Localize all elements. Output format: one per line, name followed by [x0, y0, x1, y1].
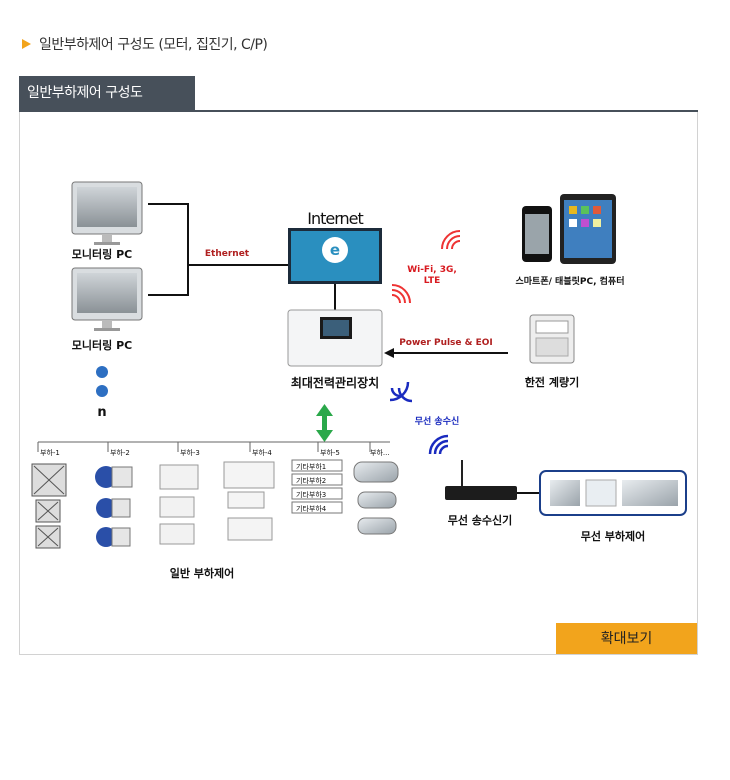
- tablet-icon: [560, 194, 616, 264]
- monitor-pc-label: 모니터링 PC: [72, 247, 132, 261]
- wifi-signal-icon: [441, 230, 461, 250]
- ethernet-label: Ethernet: [205, 249, 250, 259]
- max-power-label: 최대전력관리장치: [291, 375, 379, 390]
- wifi-signal-icon: [391, 284, 411, 304]
- ellipsis-dot-icon: [96, 366, 108, 378]
- meter-label: 한전 계량기: [525, 375, 579, 389]
- power-pulse-label: Power Pulse & EOI: [399, 338, 493, 348]
- monitor-pc-icon: [71, 181, 143, 245]
- system-diagram: 모니터링 PC 모니터링 PC n Ethernet Internet e 최대…: [31, 181, 687, 580]
- wifi-label: Wi-Fi, 3G,: [407, 265, 457, 275]
- power-meter-icon: [529, 314, 575, 364]
- load-label: 부하...: [370, 448, 390, 457]
- tab-underline: [19, 110, 698, 112]
- wireless-load-label: 무선 부하제어: [581, 529, 646, 543]
- load-label: 부하-1: [40, 448, 60, 457]
- section-heading: 일반부하제어 구성도 (모터, 집진기, C/P): [22, 34, 268, 54]
- internet-screen: e: [288, 228, 382, 284]
- internet-explorer-icon: [322, 237, 348, 263]
- monitor-pc-label: 모니터링 PC: [72, 338, 132, 352]
- load-label: 부하-4: [252, 448, 272, 457]
- load-bus: [37, 441, 390, 452]
- smartphone-icon: [522, 206, 552, 262]
- ellipsis-dot-icon: [96, 385, 108, 397]
- wifi-label-2: LTE: [424, 276, 441, 286]
- other-load-label: 기타부하3: [296, 490, 326, 499]
- load-label: 부하-2: [110, 448, 130, 457]
- heading-text: 일반부하제어 구성도 (모터, 집진기, C/P): [39, 37, 268, 53]
- blower-icon: [95, 466, 133, 547]
- load-label: 부하-3: [180, 448, 200, 457]
- ethernet-connector: [148, 203, 288, 296]
- wireless-tx-label: 무선 송수신: [415, 415, 460, 427]
- devices-label: 스마트폰/ 태블릿PC, 컴퓨터: [516, 275, 625, 287]
- wireless-receiver-label: 무선 송수신기: [448, 513, 513, 527]
- wireless-load-box: [539, 470, 687, 516]
- load-label: 부하-5: [320, 448, 340, 457]
- dust-collector-icon: [159, 464, 199, 545]
- other-load-label: 기타부하4: [296, 504, 327, 513]
- motor-icon: [353, 461, 399, 535]
- diagram-panel: 모니터링 PC 모니터링 PC n Ethernet Internet e 최대…: [19, 112, 698, 655]
- monitor-n-label: n: [97, 405, 106, 420]
- other-load-label: 기타부하2: [296, 476, 326, 485]
- arrow-head-icon: [384, 348, 394, 358]
- max-power-device: [287, 309, 383, 367]
- outdoor-unit-icon: [223, 461, 275, 541]
- svg-text:e: e: [330, 241, 340, 259]
- bullet-icon: [22, 39, 31, 49]
- other-load-list: [291, 459, 343, 514]
- wireless-signal-icon: [389, 381, 413, 403]
- internet-label: Internet: [307, 209, 363, 228]
- monitor-pc-icon: [71, 267, 143, 331]
- general-load-label: 일반 부하제어: [170, 566, 235, 580]
- zoom-button[interactable]: 확대보기: [556, 623, 697, 654]
- tab-general-load-diagram[interactable]: 일반부하제어 구성도: [19, 76, 195, 111]
- wireless-signal-icon: [428, 434, 449, 455]
- wireless-receiver-icon: [445, 460, 517, 500]
- exhaust-fan-icon: [31, 463, 67, 549]
- other-load-label: 기타부하1: [296, 462, 326, 471]
- bidirectional-arrow-icon: [316, 404, 333, 442]
